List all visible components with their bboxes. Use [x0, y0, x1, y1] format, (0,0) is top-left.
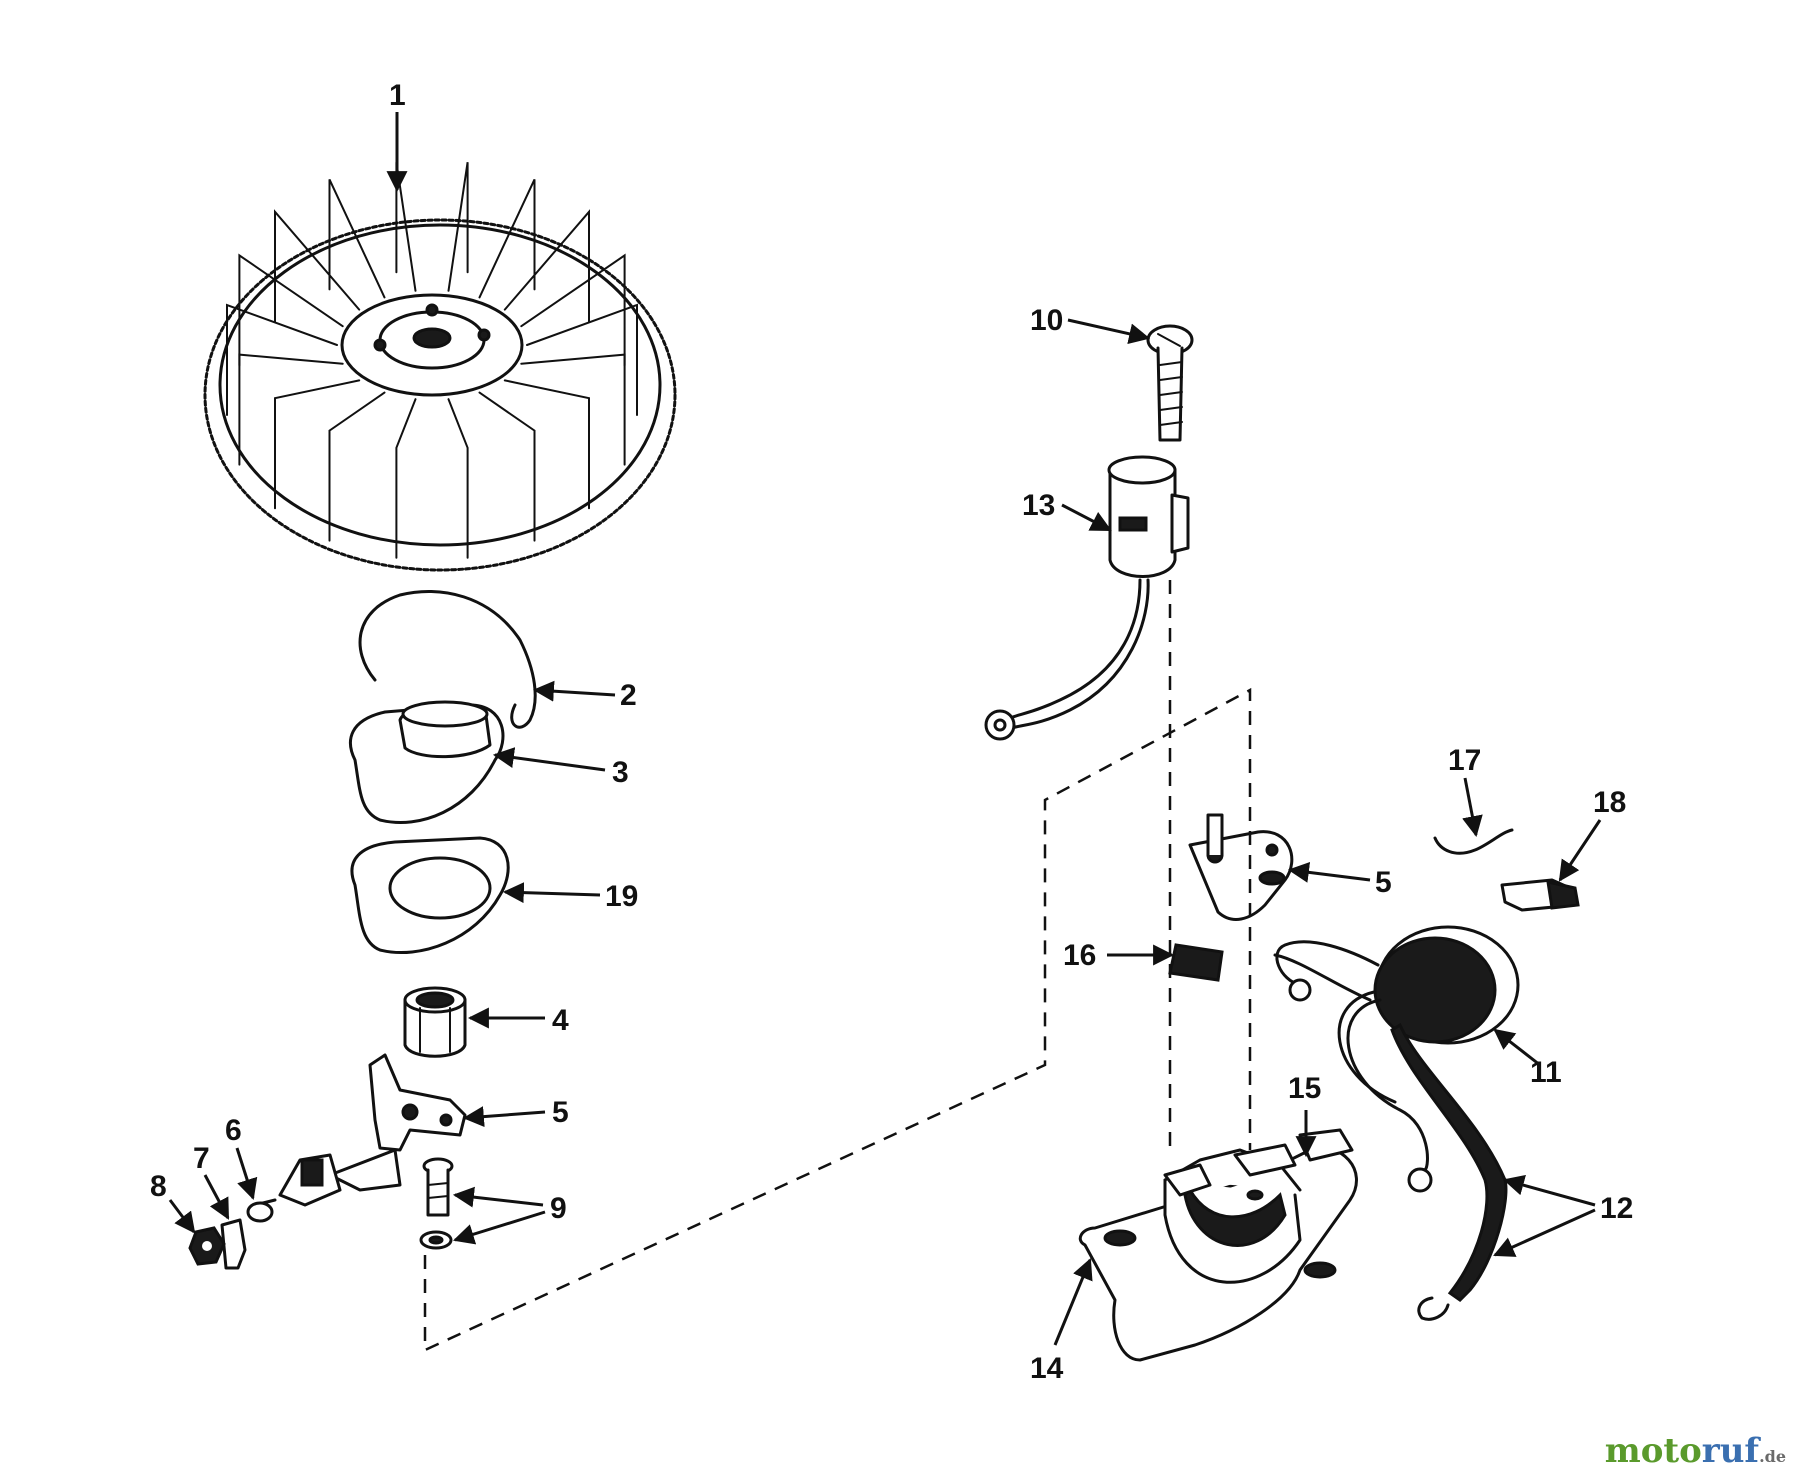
- felt-pad: [1168, 943, 1224, 982]
- bracket: [220, 1218, 247, 1270]
- point-contact: [253, 1153, 342, 1207]
- ignition-leads: [1337, 990, 1508, 1321]
- watermark-part-ruf: ruf: [1701, 1431, 1760, 1471]
- screw-and-washer: [419, 1157, 454, 1250]
- callout-7: 7: [193, 1142, 210, 1175]
- gasket: [350, 836, 510, 955]
- flywheel-fin: [478, 391, 536, 542]
- flywheel-fin: [395, 398, 417, 559]
- spring-clip: [358, 589, 537, 729]
- callout-15: 15: [1288, 1072, 1321, 1105]
- callout-4: 4: [552, 1004, 569, 1037]
- callout-10: 10: [1030, 304, 1063, 337]
- callout-5-right: 5: [1375, 866, 1392, 899]
- callout-17: 17: [1448, 744, 1481, 777]
- flywheel-fin: [478, 178, 536, 299]
- flywheel-fin: [447, 398, 469, 559]
- callout-12: 12: [1600, 1192, 1633, 1225]
- condenser: [984, 455, 1190, 741]
- callout-1: 1: [389, 79, 406, 112]
- flywheel-fin: [274, 209, 361, 323]
- flywheel-fin: [503, 209, 590, 323]
- bracket-plate: [1188, 813, 1294, 921]
- callout-9: 9: [550, 1192, 567, 1225]
- nut: [188, 1226, 226, 1266]
- flywheel-fin: [328, 178, 386, 299]
- watermark-part-moto: moto: [1604, 1431, 1702, 1471]
- callout-13: 13: [1022, 489, 1055, 522]
- alignment-lines: [423, 580, 1252, 1352]
- flywheel-fin: [447, 162, 469, 292]
- callout-2: 2: [620, 679, 637, 712]
- ignition-coil: [1273, 925, 1520, 1045]
- breaker-housing: [1078, 1128, 1358, 1362]
- bushing: [403, 986, 467, 1058]
- flywheel-fin: [526, 303, 638, 416]
- callout-18: 18: [1593, 786, 1626, 819]
- wire-clip: [1433, 828, 1514, 855]
- leader-lines: [168, 112, 1602, 1346]
- watermark-part-de: .de: [1759, 1447, 1786, 1466]
- insulator-pad: [1500, 878, 1580, 912]
- callout-14: 14: [1030, 1352, 1064, 1385]
- flywheel-fin: [226, 303, 338, 416]
- watermark-logo: motoruf.de: [1605, 1431, 1786, 1471]
- callout-3: 3: [612, 756, 629, 789]
- callout-5-left: 5: [552, 1096, 569, 1129]
- callout-8: 8: [150, 1170, 167, 1203]
- callout-16: 16: [1063, 939, 1096, 972]
- cam-cover: [349, 700, 505, 824]
- callout-11: 11: [1530, 1056, 1562, 1089]
- condenser-screw: [1146, 324, 1194, 442]
- flywheel-fin: [274, 379, 361, 510]
- flywheel: [203, 162, 677, 572]
- callout-labels: 1 2 3 19 4 5 6 7 8 9 10 13 5 16 17 18 11…: [150, 79, 1633, 1385]
- flywheel-fin: [520, 253, 626, 367]
- callout-19: 19: [605, 880, 638, 913]
- flywheel-fin: [328, 391, 386, 542]
- callout-6: 6: [225, 1114, 242, 1147]
- flywheel-fin: [503, 379, 590, 510]
- flywheel-fin: [238, 253, 344, 367]
- washer: [246, 1201, 274, 1223]
- breaker-arm: [328, 1053, 467, 1192]
